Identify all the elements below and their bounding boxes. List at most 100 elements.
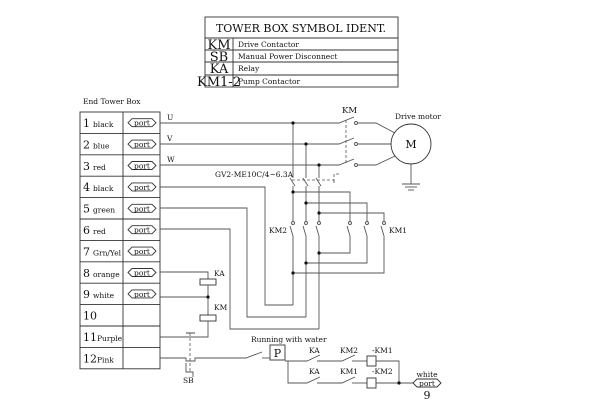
km-coil: [199, 314, 217, 322]
output-port-icon: [412, 378, 442, 388]
terminal-number: 12: [83, 352, 97, 365]
port-icon: [127, 161, 157, 170]
km-coil-label: KM: [214, 303, 228, 312]
port-icon: [127, 118, 157, 128]
output-terminal-number: 9: [424, 389, 431, 402]
km1-coil-label: -KM1: [372, 346, 393, 355]
port-icon: [127, 246, 157, 256]
port-label: port: [134, 204, 150, 213]
port-icon: [127, 203, 157, 213]
port-label: port: [134, 183, 150, 192]
symbol-desc: Drive Contactor: [238, 40, 299, 49]
contactor-contact: [302, 221, 308, 237]
port-label: port: [134, 269, 150, 278]
contactor-contact: [289, 221, 295, 237]
pump-control-circuit: SB Running with water P KA KM2 -KM1 KA K…: [160, 332, 442, 402]
terminal-box-title: End Tower Box: [83, 97, 141, 106]
phase-label-u: U: [167, 113, 173, 122]
km1-contact-label: KM1: [340, 367, 358, 376]
port-icon: [127, 268, 157, 277]
terminal-number: 6: [83, 224, 90, 237]
ka-contact-label: KA: [309, 346, 320, 355]
ka-coil: [199, 278, 217, 286]
terminal-number: 3: [83, 160, 90, 173]
terminal-number: 9: [83, 288, 90, 301]
terminal-wire-color: Grn/Yel: [93, 248, 122, 257]
km1-coil: [366, 355, 377, 367]
running-with-water-label: Running with water: [251, 335, 327, 344]
terminal-number: 5: [83, 203, 90, 216]
port-icon: [127, 225, 157, 235]
port-label: port: [134, 226, 150, 235]
km2-label: KM2: [269, 226, 287, 235]
symbol-ident-table: TOWER BOX SYMBOL IDENT. KM Drive Contact…: [197, 16, 399, 90]
contactor-network: GV2-ME10C/4~6.3A KM2 KM1: [160, 121, 407, 330]
terminal-number: 4: [83, 181, 90, 194]
terminal-wire-color: green: [93, 206, 115, 215]
pressure-switch: [269, 344, 286, 361]
km2-coil: [366, 377, 377, 389]
sb-label: SB: [183, 376, 194, 385]
contactor-contact: [380, 221, 386, 237]
port-icon: [127, 139, 157, 149]
terminal-wire-color: red: [93, 227, 106, 236]
symbol-desc: Pump Contactor: [238, 77, 300, 86]
coil-circuit: KA KM: [160, 269, 228, 338]
symbol-code: KM: [207, 38, 230, 53]
symbol-desc: Manual Power Disconnect: [238, 52, 337, 61]
terminal-wire-color: Purple: [97, 334, 123, 343]
port-icon: [127, 289, 157, 299]
symbol-desc: Relay: [238, 64, 260, 73]
ka-contact-label: KA: [309, 367, 320, 376]
terminal-wire-color: black: [93, 184, 114, 193]
terminal-wire-color: orange: [93, 270, 120, 279]
port-label: port: [134, 162, 150, 171]
km2-coil-label: -KM2: [372, 367, 393, 376]
ka-coil-label: KA: [214, 269, 225, 278]
terminal-wire-color: red: [93, 163, 106, 172]
output-color-label: white: [416, 370, 438, 379]
contactor-contact: [363, 221, 369, 237]
terminal-wire-color: blue: [93, 141, 110, 150]
terminal-wire-color: white: [93, 291, 115, 300]
symbol-code: KA: [210, 62, 229, 77]
phase-label-w: W: [167, 155, 175, 164]
pressure-switch-label: P: [274, 347, 282, 360]
symbol-code: SB: [210, 50, 228, 65]
drive-motor-label: Drive motor: [395, 112, 441, 121]
terminal-wire-color: black: [93, 120, 114, 129]
terminal-number: 10: [83, 310, 97, 323]
port-label: port: [134, 290, 150, 299]
power-lines: U V W KM: [160, 106, 396, 167]
drive-motor: Drive motor M: [390, 112, 441, 191]
terminal-number: 7: [83, 245, 90, 258]
phase-label-v: V: [166, 134, 173, 143]
breaker-label: GV2-ME10C/4~6.3A: [215, 170, 294, 179]
terminal-wire-color: Pink: [97, 355, 114, 364]
km-label: KM: [342, 106, 357, 116]
ground-icon: [402, 183, 420, 191]
terminal-number: 1: [83, 117, 90, 130]
motor-symbol: M: [405, 138, 416, 151]
terminal-number: 11: [83, 331, 97, 344]
output-port-label: port: [419, 379, 435, 388]
port-label: port: [134, 140, 150, 149]
port-icon: [127, 182, 157, 192]
km2-contact-label: KM2: [340, 346, 358, 355]
contactor-contact: [346, 221, 352, 237]
symbol-table-title: TOWER BOX SYMBOL IDENT.: [216, 22, 386, 35]
symbol-code: KM1-2: [197, 75, 241, 90]
contactor-contact: [315, 221, 321, 237]
